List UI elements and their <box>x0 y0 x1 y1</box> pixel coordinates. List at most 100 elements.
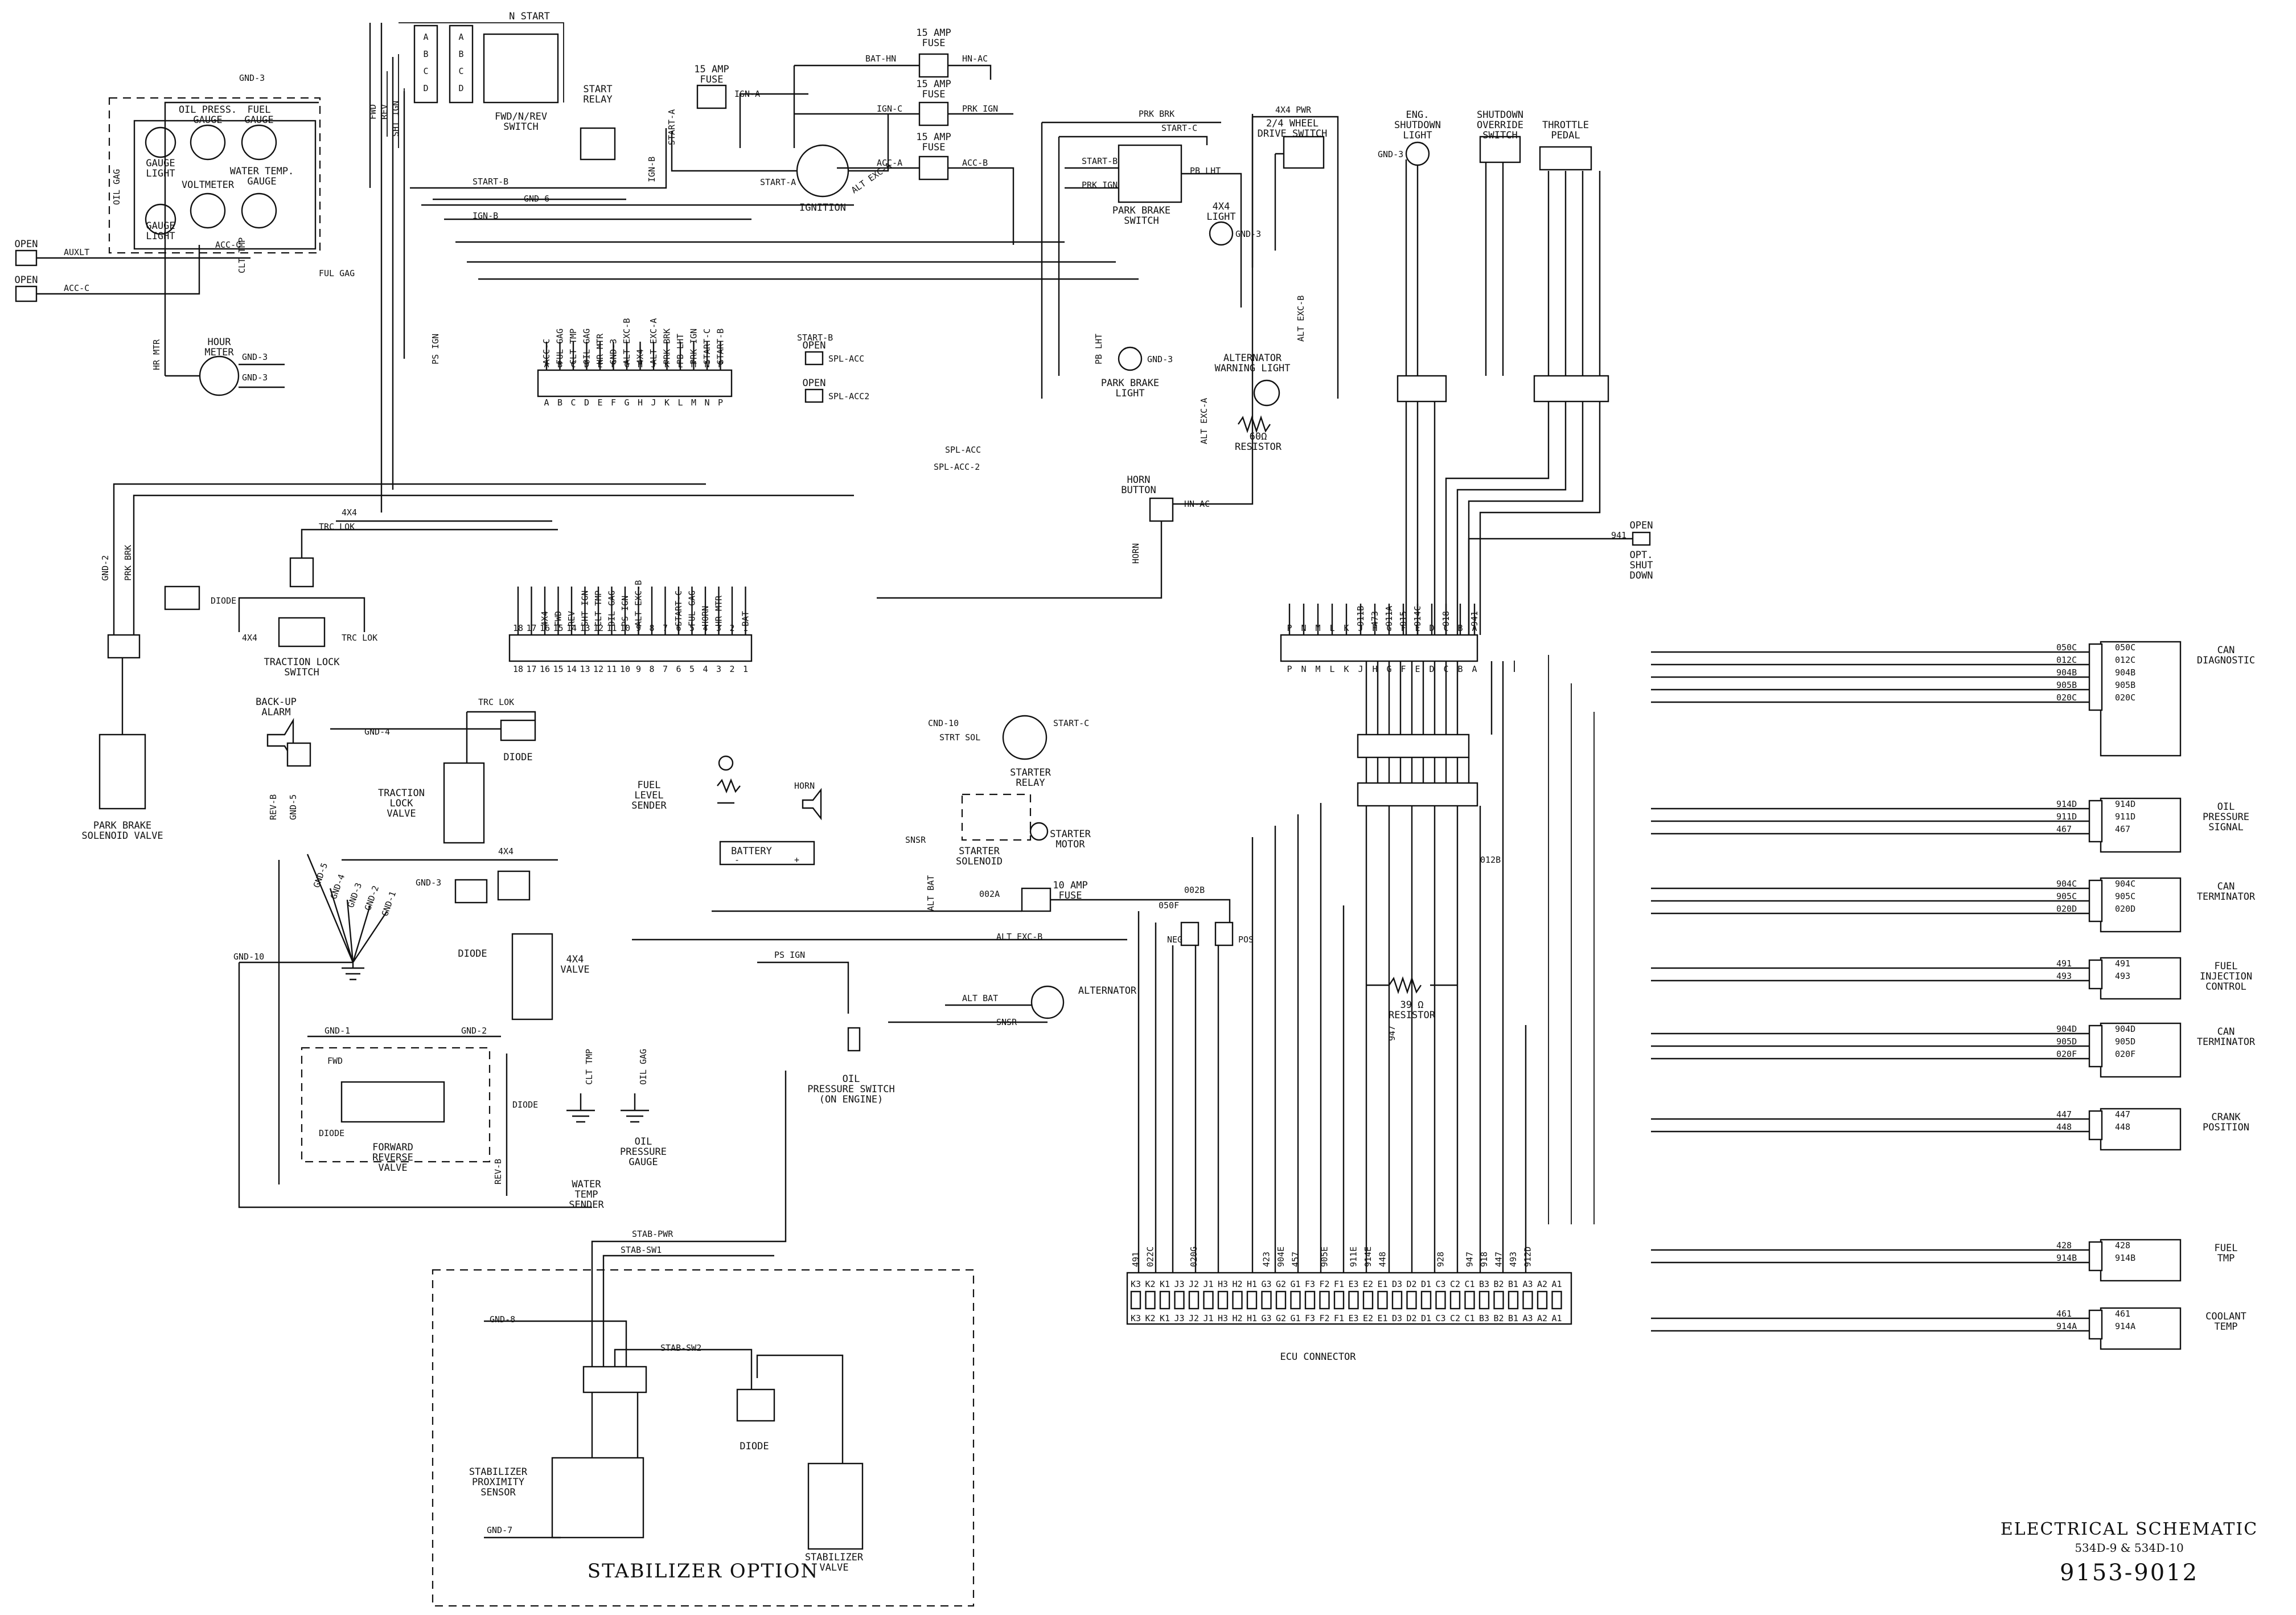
device-wire-label-inner: 447 <box>2115 1109 2130 1120</box>
device-wire-label-inner: 914D <box>2115 799 2135 809</box>
device-wire-label: 914D <box>2056 799 2077 809</box>
throttle-pedal: THROTTLE PEDAL <box>1539 120 1592 171</box>
oil-pressure-switch-label-2: PRESSURE SWITCH <box>807 1084 895 1095</box>
starter-solenoid-outline <box>961 793 1032 841</box>
fuel-level-sender: FUEL LEVEL SENDER <box>631 755 741 811</box>
starter-solenoid-label: STARTER <box>959 846 1000 857</box>
ecu-pin-bottom: D3 <box>1392 1313 1402 1323</box>
eng-conn-wire-label: 911A <box>1384 606 1394 626</box>
ecu-pin-bottom: F1 <box>1334 1313 1344 1323</box>
dash-conn-pin-bottom: N <box>704 397 709 408</box>
eng-conn-pin-bottom: K <box>1344 664 1349 674</box>
fuse-acc <box>918 155 949 181</box>
eng-conn-wire-label: 915 <box>1398 611 1408 626</box>
start-relay: START RELAY <box>580 84 616 161</box>
ecu-wire-label: 911E <box>1349 1247 1359 1267</box>
ecu-pin-bottom: K3 <box>1131 1313 1141 1323</box>
light-4x4-label: 4X4 <box>1213 201 1230 212</box>
oil-press-gauge-icon <box>190 124 226 161</box>
fnr-pin-a: A <box>423 32 428 42</box>
oil-pressure-switch: OIL PRESSURE SWITCH (ON ENGINE) <box>807 1027 895 1105</box>
eng-conn-wire-label: 473 <box>1370 611 1380 626</box>
device-box <box>2100 797 2182 853</box>
eng-conn-pin-bottom: H <box>1372 664 1377 674</box>
fnr-switch-label-2: SWITCH <box>503 121 538 133</box>
main-conn-pin-bottom: 8 <box>649 664 654 674</box>
park-brake-valve-label: PARK BRAKE <box>93 820 151 831</box>
device-wire-label: 491 <box>2056 958 2072 969</box>
device-box <box>2100 1022 2182 1078</box>
main-conn-pin-bottom: 7 <box>663 664 668 674</box>
main-conn-wire-label: OIL GAG <box>607 591 617 626</box>
device-wire-label-inner: 020D <box>2115 904 2135 914</box>
wire-sht-ign-top: SHT IGN <box>391 101 401 137</box>
eng-shutdown-light-label: ENG. <box>1406 109 1430 121</box>
traction-lock-switch-icon[interactable] <box>278 617 326 647</box>
diode-pb-icon <box>164 585 200 610</box>
drawing-number: 9153-9012 <box>2060 1560 2199 1586</box>
device-connector <box>2088 1309 2103 1340</box>
starter-solenoid: STARTER SOLENOID STARTER MOTOR SNSR ALT … <box>905 793 1091 911</box>
traction-lock-label: TRACTION LOCK <box>264 657 340 668</box>
main-conn-wire-label: 4X4 <box>540 611 550 626</box>
open-terminal-1 <box>15 249 38 267</box>
wire-cnd10: CND-10 <box>928 718 959 728</box>
eng-conn-pin-bottom: N <box>1301 664 1306 674</box>
ecu-pin-cell <box>1188 1290 1200 1310</box>
device-wire-label-inner: 020F <box>2115 1049 2135 1059</box>
oil-pressure-gauge-label: OIL <box>635 1136 652 1147</box>
wheel-drive-switch-box <box>1283 136 1325 169</box>
fuse-10: 10 AMP FUSE 002A 050F 002B <box>712 880 1231 923</box>
fuse-hn-label-2: FUSE <box>922 38 946 49</box>
stab-sensor-label-2: PROXIMITY <box>472 1477 524 1488</box>
ecu-pin-bottom: C1 <box>1464 1313 1474 1323</box>
main-conn-pin-bottom: 15 <box>553 664 563 674</box>
resistor-60-label-2: RESISTOR <box>1235 441 1282 453</box>
park-brake-valve-label-2: SOLENOID VALVE <box>81 830 163 842</box>
resistor-39-icon <box>1389 976 1422 994</box>
device-wire-label: 020F <box>2056 1049 2077 1059</box>
pos-terminal <box>1214 921 1234 946</box>
throttle-pedal-icon <box>1539 146 1592 171</box>
wire-auxlt: AUXLT <box>64 247 89 257</box>
wire-gnd3-hm: GND-3 <box>242 352 268 362</box>
ecu-pin: F2 <box>1319 1279 1329 1289</box>
device-wire-label-inner: 904C <box>2115 879 2135 889</box>
starter-motor-icon <box>1029 822 1049 841</box>
wire-start-a-v: START-A <box>667 109 677 145</box>
ecu-pin-cell <box>1377 1290 1388 1310</box>
eng-conn-pin-bottom: B <box>1457 664 1463 674</box>
fnr-valve-outline <box>301 1047 491 1163</box>
neg-label: NEG <box>1167 934 1182 945</box>
main-conn-pin-bottom: 13 <box>580 664 590 674</box>
dash-conn-pin-bottom: C <box>570 397 576 408</box>
horn-button-icon[interactable] <box>1149 497 1174 522</box>
water-temp-sender-label: WATER <box>572 1179 601 1190</box>
ecu-pin-cell <box>1261 1290 1272 1310</box>
ecu-pin-cell <box>1508 1290 1519 1310</box>
fuel-gauge-label-2: GAUGE <box>244 114 273 126</box>
opt-shutdown-terminal <box>1632 531 1651 546</box>
device-wire-label: 904B <box>2056 667 2077 678</box>
pos-label: POS <box>1238 934 1254 945</box>
wire-stab-pwr: STAB-PWR <box>632 1229 673 1239</box>
device-wire-label: 012C <box>2056 655 2077 665</box>
wire-gnd4: GND-4 <box>364 727 390 737</box>
stab-diode-label: DIODE <box>740 1441 769 1452</box>
device-box <box>2100 1239 2182 1282</box>
dash-conn-pin-bottom: H <box>638 397 643 408</box>
main-conn-wire-label: HORN <box>700 606 710 626</box>
spl-acc2-terminal <box>804 388 824 403</box>
dash-conn-pin-bottom: M <box>691 397 696 408</box>
wire-012b: 012B <box>1480 855 1501 865</box>
fuse-10-label: 10 AMP <box>1053 880 1087 891</box>
main-conn-wire-label: HR MTR <box>714 595 724 626</box>
shutdown-override-icon[interactable] <box>1479 136 1521 163</box>
fuse-hn <box>918 53 949 78</box>
device-connector <box>2088 643 2103 711</box>
park-brake-switch-label: PARK BRAKE <box>1112 205 1170 216</box>
main-conn-pin-bottom: 17 <box>526 664 536 674</box>
wire-spl-acc: SPL-ACC <box>828 354 864 364</box>
device-box <box>2100 1108 2182 1151</box>
park-brake-valve-icon <box>98 733 146 810</box>
